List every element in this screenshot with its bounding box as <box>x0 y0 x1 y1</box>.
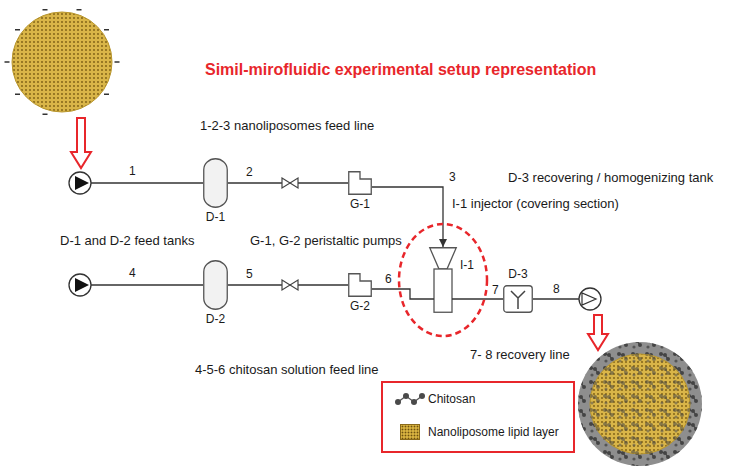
line-number: 3 <box>448 170 457 184</box>
equipment-tag: D-2 <box>206 312 225 326</box>
line-number: 6 <box>384 272 393 286</box>
pump-triangle <box>75 278 89 292</box>
line-number: 2 <box>245 165 254 179</box>
coated-liposome-core <box>590 354 690 454</box>
process-line <box>91 284 203 285</box>
equipment-tag: D-1 <box>206 210 225 224</box>
vessel-outline <box>204 261 228 310</box>
feed-pump <box>69 274 91 296</box>
tank-outline <box>504 286 533 313</box>
nanoliposome-figure <box>12 12 112 112</box>
equipment-tag: I-1 <box>460 258 474 272</box>
equipment-caption: G-1, G-2 peristaltic pumps <box>250 233 402 248</box>
equipment-tag: G-2 <box>350 299 370 313</box>
line-number: 1 <box>128 164 137 178</box>
equipment-tag: G-1 <box>350 197 370 211</box>
line-number: 8 <box>552 282 561 296</box>
product-arrow <box>588 315 608 350</box>
covering-section-outline <box>399 224 487 336</box>
peristaltic-pump: G-1 <box>348 171 372 195</box>
recovery-pump <box>579 288 601 310</box>
legend-text: Nanoliposome lipid layer <box>428 425 559 439</box>
peristaltic-pump: G-2 <box>348 273 372 297</box>
feed-pump <box>69 172 91 194</box>
feed-tank: D-2 <box>203 260 228 310</box>
chitosan-coating <box>590 354 690 454</box>
charge-signs <box>5 10 120 115</box>
equipment-caption: I-1 injector (covering section) <box>452 196 619 211</box>
chitosan-shell <box>578 342 702 466</box>
equipment-caption: D-3 recovering / homogenizing tank <box>508 170 713 185</box>
recovery-tank-shape <box>503 285 533 313</box>
chitosan-shell-texture <box>578 342 702 466</box>
injector: I-1 <box>429 247 457 313</box>
pump-triangle <box>582 293 596 305</box>
legend-box <box>382 382 574 452</box>
recovery-tank: D-3 <box>503 285 533 313</box>
legend-swatch <box>400 424 420 440</box>
stirrer-symbol <box>511 291 525 309</box>
equipment-caption: D-1 and D-2 feed tanks <box>60 233 194 248</box>
injector-cone <box>430 248 457 269</box>
line-caption: 4-5-6 chitosan solution feed line <box>195 362 379 377</box>
peristaltic-pump-shape <box>348 171 372 195</box>
diagram-title: Simil-mirofluidic experimental setup rep… <box>205 60 596 79</box>
line-number: 4 <box>128 266 137 280</box>
valve-symbol <box>282 280 298 290</box>
legend-text: Chitosan <box>428 392 475 406</box>
equipment-tag: D-3 <box>508 267 527 281</box>
chitosan-sample-bead <box>419 393 425 399</box>
feed-tank: D-1 <box>203 158 228 208</box>
vessel-outline <box>204 159 228 208</box>
line-caption: 1-2-3 nanoliposomes feed line <box>200 118 374 133</box>
feed-tank-shape <box>203 260 228 310</box>
pump-outline <box>349 274 372 297</box>
process-line <box>457 298 503 299</box>
injector-shape <box>429 247 457 313</box>
process-line <box>533 298 579 299</box>
line-caption: 7- 8 recovery line <box>470 347 570 362</box>
injector-body <box>434 269 452 312</box>
line-number: 5 <box>245 267 254 281</box>
injector-port <box>429 298 457 299</box>
feed-arrow <box>71 118 91 168</box>
peristaltic-pump-shape <box>348 273 372 297</box>
pump-outline <box>349 172 372 195</box>
chitosan-sample-chain <box>398 396 422 402</box>
chitosan-sample-bead <box>395 399 401 405</box>
line-number: 7 <box>491 283 500 297</box>
process-line <box>91 182 203 183</box>
pump-triangle <box>75 176 89 190</box>
valve-symbol <box>282 178 298 188</box>
chitosan-sample-bead <box>411 399 417 405</box>
feed-tank-shape <box>203 158 228 208</box>
chitosan-sample-bead <box>403 393 409 399</box>
